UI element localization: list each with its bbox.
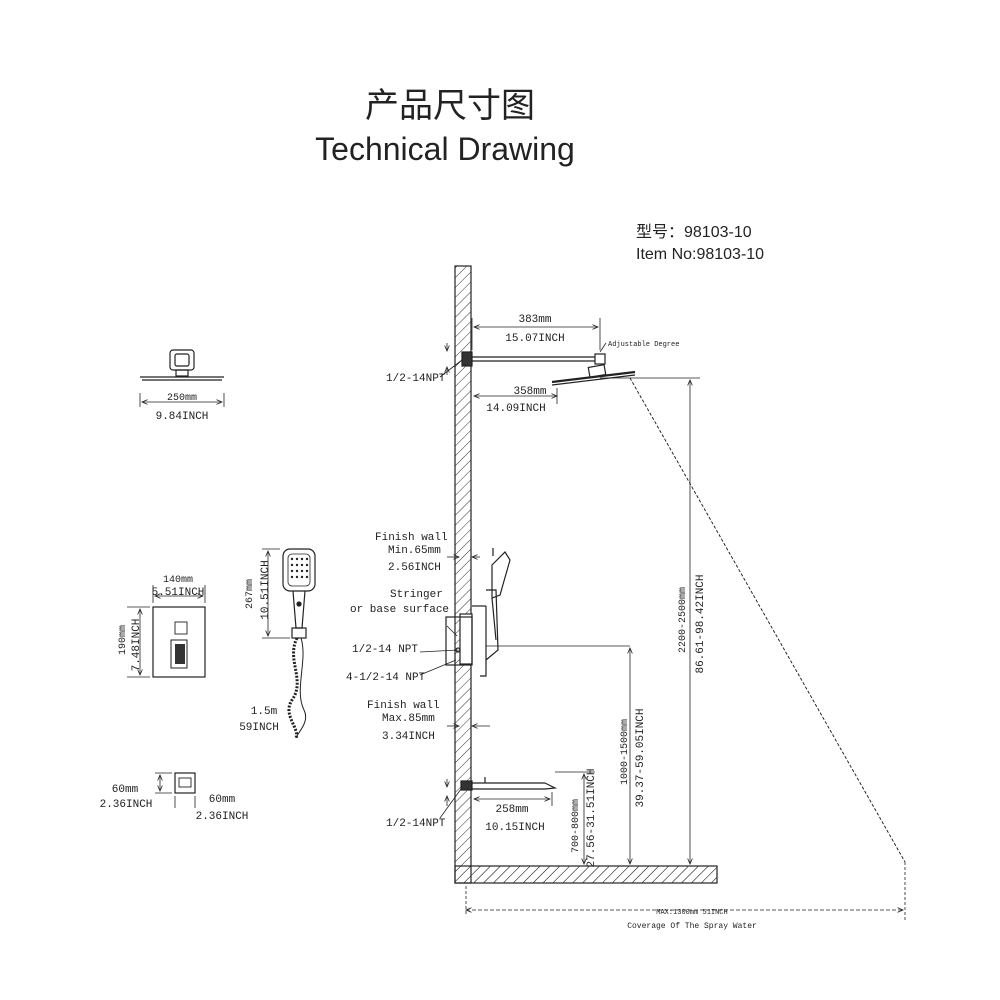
stringer-line1: Stringer <box>390 589 443 601</box>
rain-head-view <box>139 349 225 407</box>
rain-head-mm: 250mm <box>167 393 197 404</box>
hand-shower-length-mm: 267mm <box>245 579 256 609</box>
valve-plate-view <box>127 585 206 678</box>
spout-length-mm: 258mm <box>495 804 528 816</box>
finish-wall-max-line1: Finish wall <box>367 700 440 712</box>
coverage-max: MAX:1300mm 51INCH <box>656 909 727 917</box>
arm-length-mm: 383mm <box>518 314 551 326</box>
hand-shower-length-inch: 10.51INCH <box>260 560 272 619</box>
spout-height-inch: 27.56-31.51INCH <box>586 768 598 867</box>
npt-mid-label: 1/2-14 NPT <box>352 644 418 656</box>
finish-wall-min-line1: Finish wall <box>375 532 448 544</box>
spout-height-mm: 700-800mm <box>571 799 582 853</box>
elbow-height-inch: 2.36INCH <box>100 799 153 811</box>
finish-wall-max-inch: 3.34INCH <box>382 731 435 743</box>
head-offset-mm: 358mm <box>513 386 546 398</box>
elbow-height-mm: 60mm <box>112 784 139 796</box>
wall-elbow-view <box>155 772 196 808</box>
spout-length-inch: 10.15INCH <box>485 822 544 834</box>
model-en: Item No:98103-10 <box>636 246 764 263</box>
adjustable-degree: Adjustable Degree <box>608 341 679 349</box>
title-cn: 产品尺寸图 <box>365 87 535 125</box>
head-height-range-mm: 2200-2500mm <box>678 587 689 653</box>
head-offset-inch: 14.09INCH <box>486 403 545 415</box>
elbow-width-inch: 2.36INCH <box>196 811 249 823</box>
spray-coverage <box>629 377 906 920</box>
valve-height-inch: 7.48INCH <box>131 619 143 672</box>
valve-width-inch: 5.51INCH <box>152 587 205 599</box>
stringer-line2: or base surface <box>350 604 449 616</box>
elbow-width-mm: 60mm <box>209 794 236 806</box>
finish-wall-max-line2: Max.85mm <box>382 713 435 725</box>
arm-length-inch: 15.07INCH <box>505 333 564 345</box>
valve-height-mm: 190mm <box>118 625 129 655</box>
model-cn: 型号：98103-10 <box>636 223 752 241</box>
hand-shower-view <box>262 548 316 739</box>
npt-top-label: 1/2-14NPT <box>386 373 446 385</box>
valve-height-range-inch: 39.37-59.05INCH <box>635 708 647 807</box>
mixing-valve <box>445 548 630 677</box>
shower-arm <box>461 351 636 386</box>
rain-head-inch: 9.84INCH <box>156 411 209 423</box>
npt-bottom-label: 1/2-14NPT <box>386 818 446 830</box>
head-height-range-inch: 86.61-98.42INCH <box>695 574 707 673</box>
tub-spout <box>460 777 558 791</box>
hose-length-m: 1.5m <box>251 706 278 718</box>
title-en: Technical Drawing <box>315 131 575 167</box>
valve-height-range-mm: 1000-1500mm <box>620 719 631 785</box>
hose-length-inch: 59INCH <box>239 722 279 734</box>
finish-wall-min-line2: Min.65mm <box>388 545 441 557</box>
finish-wall-min-inch: 2.56INCH <box>388 562 441 574</box>
coverage-label: Coverage Of The Spray Water <box>627 922 757 931</box>
npt-mid2-label: 4-1/2-14 NPT <box>346 672 426 684</box>
valve-width-mm: 140mm <box>163 575 193 586</box>
